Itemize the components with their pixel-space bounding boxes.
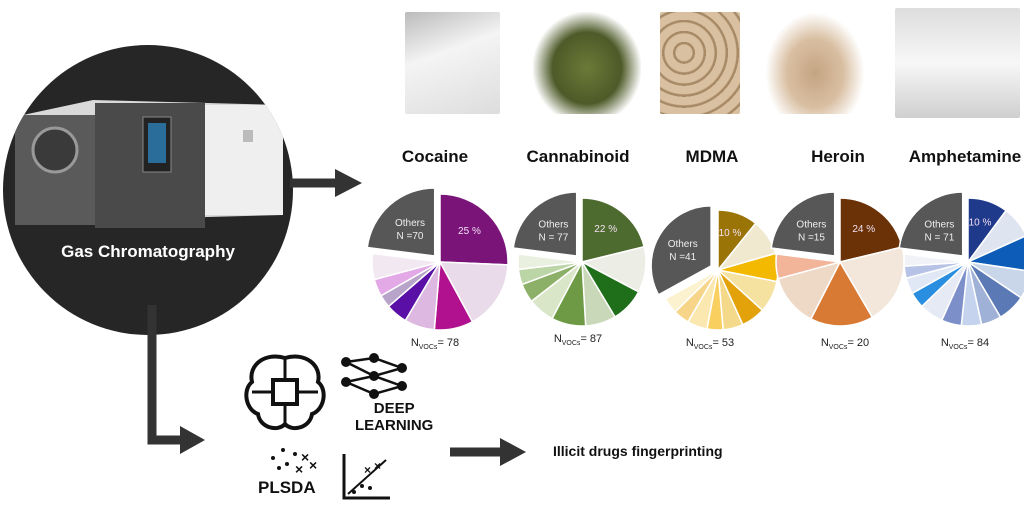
- pie-slice-cannabinoid-0: [581, 197, 646, 263]
- svg-text:×: ×: [295, 461, 303, 475]
- learning-label: LEARNING: [355, 417, 434, 434]
- arrow-to-pies: [290, 169, 362, 197]
- arrow-to-methods: [147, 305, 205, 454]
- pie-slice-mdma-9: [664, 269, 719, 314]
- others-label: Others: [395, 218, 425, 229]
- others-label: Others: [538, 220, 568, 231]
- cannabinoid-photo: [533, 12, 641, 114]
- pie-slice-cannabinoid-others: [512, 191, 578, 257]
- deep-learning-label: DEEP LEARNING: [355, 400, 433, 434]
- pie-slice-heroin-4: [775, 253, 841, 280]
- brain-chip-icon: [244, 354, 326, 431]
- scatter-dots-icon: ×××: [271, 448, 317, 475]
- pie-slice-amphetamine-others: [898, 191, 964, 257]
- top-slice-percent: 10 %: [969, 218, 992, 229]
- svg-text:×: ×: [364, 463, 371, 477]
- nvocs-mdma: NVOCs= 53: [685, 337, 735, 352]
- plsda-label: PLSDA: [258, 478, 316, 497]
- pie-slice-heroin-others: [770, 191, 836, 257]
- others-label: Others: [924, 220, 954, 231]
- others-label: Others: [796, 220, 826, 231]
- deep-label: DEEP: [373, 400, 415, 417]
- pie-slice-cocaine-1: [438, 261, 509, 323]
- pie-slice-heroin-1: [838, 246, 905, 319]
- cocaine-photo: [405, 12, 500, 114]
- nvocs-value: 20: [856, 337, 870, 349]
- pie-slice-cocaine-7: [371, 252, 441, 281]
- pie-slice-heroin-2: [809, 260, 874, 327]
- others-count: N = 77: [539, 233, 569, 244]
- others-count: N =41: [669, 252, 696, 263]
- others-count: N =70: [396, 231, 423, 242]
- drug-title-cannabinoid: Cannabinoid: [526, 147, 630, 166]
- illicit-drugs-fingerprinting-label: Illicit drugs fingerprinting: [553, 443, 723, 459]
- regression-plot-icon: ××: [342, 454, 390, 500]
- pie-slice-mdma-others: [650, 205, 712, 296]
- pie-slice-cocaine-0: [439, 193, 509, 266]
- gas-chromatography-circle: Gas Chromatography: [3, 45, 293, 335]
- drug-title-cocaine: Cocaine: [401, 147, 469, 166]
- pie-slice-cannabinoid-8: [517, 253, 583, 271]
- drug-title-heroin: Heroin: [811, 147, 865, 166]
- others-count: N = 71: [925, 233, 955, 244]
- top-slice-percent: 22 %: [594, 224, 617, 235]
- amphetamine-photo: [895, 8, 1020, 118]
- others-count: N =15: [798, 233, 825, 244]
- neural-network-icon: [341, 353, 407, 399]
- nvocs-value: 78: [446, 337, 460, 349]
- drug-title-mdma: MDMA: [685, 147, 739, 166]
- top-slice-percent: 10 %: [719, 228, 742, 239]
- svg-text:×: ×: [309, 457, 317, 473]
- nvocs-value: 53: [721, 337, 735, 349]
- top-slice-percent: 24 %: [852, 224, 875, 235]
- nvocs-heroin: NVOCs= 20: [820, 337, 870, 352]
- mdma-photo: [660, 12, 740, 114]
- nvocs-amphetamine: NVOCs= 84: [940, 337, 990, 352]
- svg-text:×: ×: [374, 459, 381, 473]
- pie-slice-heroin-3: [777, 260, 842, 320]
- pie-slice-cocaine-others: [366, 187, 436, 257]
- arrow-to-fingerprinting: [450, 438, 526, 466]
- pie-slice-amphetamine-12: [903, 253, 969, 267]
- pie-slice-amphetamine-1: [965, 209, 1024, 264]
- svg-text:×: ×: [301, 449, 309, 465]
- nvocs-value: 87: [589, 333, 603, 345]
- others-label: Others: [668, 239, 698, 250]
- nvocs-cannabinoid: NVOCs= 87: [553, 333, 603, 348]
- nvocs-value: 84: [976, 337, 990, 349]
- pie-slice-amphetamine-2: [965, 235, 1024, 272]
- nvocs-cocaine: NVOCs= 78: [410, 337, 460, 352]
- top-slice-percent: 25 %: [458, 226, 481, 237]
- gc-instrument-icon: [15, 100, 283, 228]
- drug-title-amphetamine: Amphetamine: [908, 147, 1022, 166]
- gas-chromatography-label: Gas Chromatography: [61, 242, 235, 261]
- heroin-photo: [765, 12, 865, 114]
